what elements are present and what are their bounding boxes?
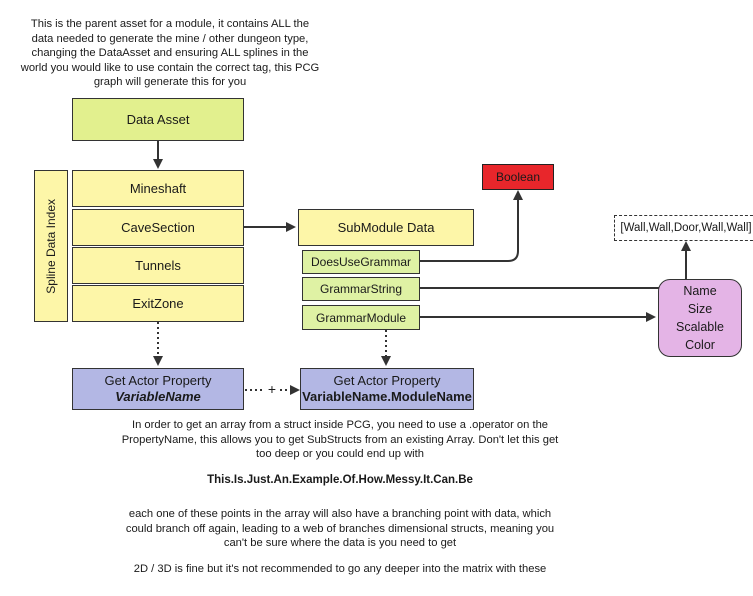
branch-line: could branch off again, leading to a web… xyxy=(125,522,555,535)
get-actor-title: Get Actor Property xyxy=(104,373,212,388)
module-prop-scalable: Scalable xyxy=(676,320,724,334)
intro-line: data needed to generate the mine / other… xyxy=(31,32,309,45)
spline-label: ExitZone xyxy=(132,296,184,311)
data-asset-label: Data Asset xyxy=(126,112,190,127)
spline-label: Mineshaft xyxy=(129,181,187,196)
module-prop-name: Name xyxy=(683,284,717,298)
intro-line: This is the parent asset for a module, i… xyxy=(30,18,310,30)
module-properties-node: Name Size Scalable Color xyxy=(658,279,742,357)
spline-tunnels: Tunnels xyxy=(72,247,244,284)
branch-line: each one of these points in the array wi… xyxy=(128,508,552,520)
branch-note-text: each one of these points in the array wi… xyxy=(40,507,640,551)
field-grammarmodule: GrammarModule xyxy=(302,305,420,330)
intro-text: This is the parent asset for a module, i… xyxy=(20,17,320,90)
spline-data-index-label: Spline Data Index xyxy=(44,198,58,294)
branch-line: can't be sure where the data is you need… xyxy=(223,537,457,549)
note-line: PropertyName, this allows you to get Sub… xyxy=(121,433,559,446)
arrow-doesusegrammar-boolean xyxy=(420,190,523,262)
boolean-node: Boolean xyxy=(482,164,554,190)
module-prop-color: Color xyxy=(685,338,715,352)
boolean-label: Boolean xyxy=(495,170,541,184)
array-note-text: In order to get an array from a struct i… xyxy=(40,418,640,462)
spline-data-index-node: Spline Data Index xyxy=(34,170,68,322)
spline-mineshaft: Mineshaft xyxy=(72,170,244,207)
arrow-grammarstring-example xyxy=(420,241,691,289)
submodule-header-label: SubModule Data xyxy=(337,220,435,235)
note-line: too deep or you could end up with xyxy=(256,448,424,460)
get-actor-title: Get Actor Property xyxy=(333,373,441,388)
spline-cavesection: CaveSection xyxy=(72,209,244,246)
intro-line: changing the DataAsset and ensuring ALL … xyxy=(31,47,309,59)
grammar-example-node: [Wall,Wall,Door,Wall,Wall] xyxy=(614,215,753,241)
intro-line: world you would like to use contain the … xyxy=(20,61,320,74)
plus-sign: + xyxy=(267,381,277,397)
get-actor-property-right: Get Actor Property VariableName.ModuleNa… xyxy=(300,368,474,410)
field-grammarstring: GrammarString xyxy=(302,277,420,301)
field-label: DoesUseGrammar xyxy=(310,255,412,269)
messy-example: This.Is.Just.An.Example.Of.How.Messy.It.… xyxy=(207,474,473,486)
get-actor-variable: VariableName xyxy=(115,389,201,404)
note-line: In order to get an array from a struct i… xyxy=(131,419,549,431)
module-prop-size: Size xyxy=(687,302,713,316)
intro-line: graph will generate this for you xyxy=(93,76,247,88)
spline-label: Tunnels xyxy=(135,258,181,273)
spline-label: CaveSection xyxy=(121,220,195,235)
grammar-example-label: [Wall,Wall,Door,Wall,Wall] xyxy=(620,222,752,234)
get-actor-variable: VariableName.ModuleName xyxy=(302,389,472,404)
data-asset-node: Data Asset xyxy=(72,98,244,141)
get-actor-property-left: Get Actor Property VariableName xyxy=(72,368,244,410)
field-label: GrammarString xyxy=(319,282,402,296)
closing-note: 2D / 3D is fine but it's not recommended… xyxy=(133,563,547,575)
field-doesusegrammar: DoesUseGrammar xyxy=(302,250,420,274)
spline-exitzone: ExitZone xyxy=(72,285,244,322)
submodule-data-node: SubModule Data xyxy=(298,209,474,246)
field-label: GrammarModule xyxy=(315,310,407,325)
